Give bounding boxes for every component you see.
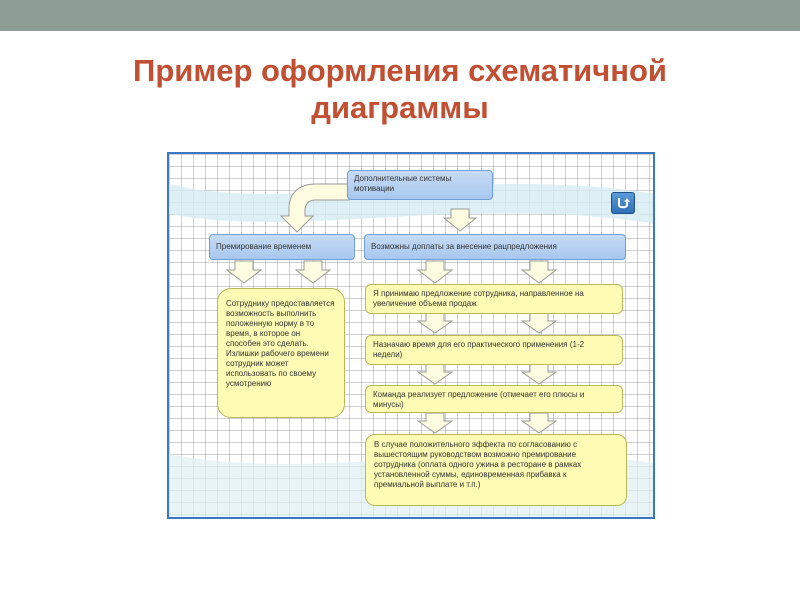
curved-arrow-icon — [279, 183, 350, 233]
top-decor-bar — [0, 0, 800, 31]
down-arrow-icon — [443, 208, 477, 232]
down-arrow-icon — [521, 363, 557, 385]
u-turn-arrow-icon — [618, 198, 630, 209]
down-arrow-icon — [226, 260, 262, 284]
down-arrow-icon — [417, 412, 453, 434]
step-node-2: Назначаю время для его практического при… — [365, 335, 623, 365]
back-button[interactable] — [611, 192, 635, 214]
slide-title-line-2: диаграммы — [311, 90, 489, 125]
left-detail-node: Сотруднику предоставляется возможность в… — [217, 288, 345, 418]
down-arrow-icon — [521, 260, 557, 284]
step-node-4: В случае положительного эффекта по согла… — [365, 434, 627, 506]
down-arrow-icon — [295, 260, 331, 284]
top-node-motivation: Дополнительные системы мотивации — [347, 170, 493, 200]
down-arrow-icon — [417, 363, 453, 385]
left-header-node: Премирование временем — [209, 234, 355, 260]
down-arrow-icon — [521, 412, 557, 434]
step-node-3: Команда реализует предложение (отмечает … — [365, 385, 623, 413]
right-header-node: Возможны доплаты за внесение рацпредложе… — [364, 234, 626, 260]
slide-title-line-1: Пример оформления схематичной — [133, 53, 667, 88]
down-arrow-icon — [417, 260, 453, 284]
step-node-1: Я принимаю предложение сотрудника, напра… — [365, 284, 623, 314]
slide-title: Пример оформления схематичной диаграммы — [60, 52, 740, 126]
down-arrow-icon — [521, 312, 557, 334]
down-arrow-icon — [417, 312, 453, 334]
diagram-frame: Дополнительные системы мотивации Премиро… — [167, 152, 655, 519]
